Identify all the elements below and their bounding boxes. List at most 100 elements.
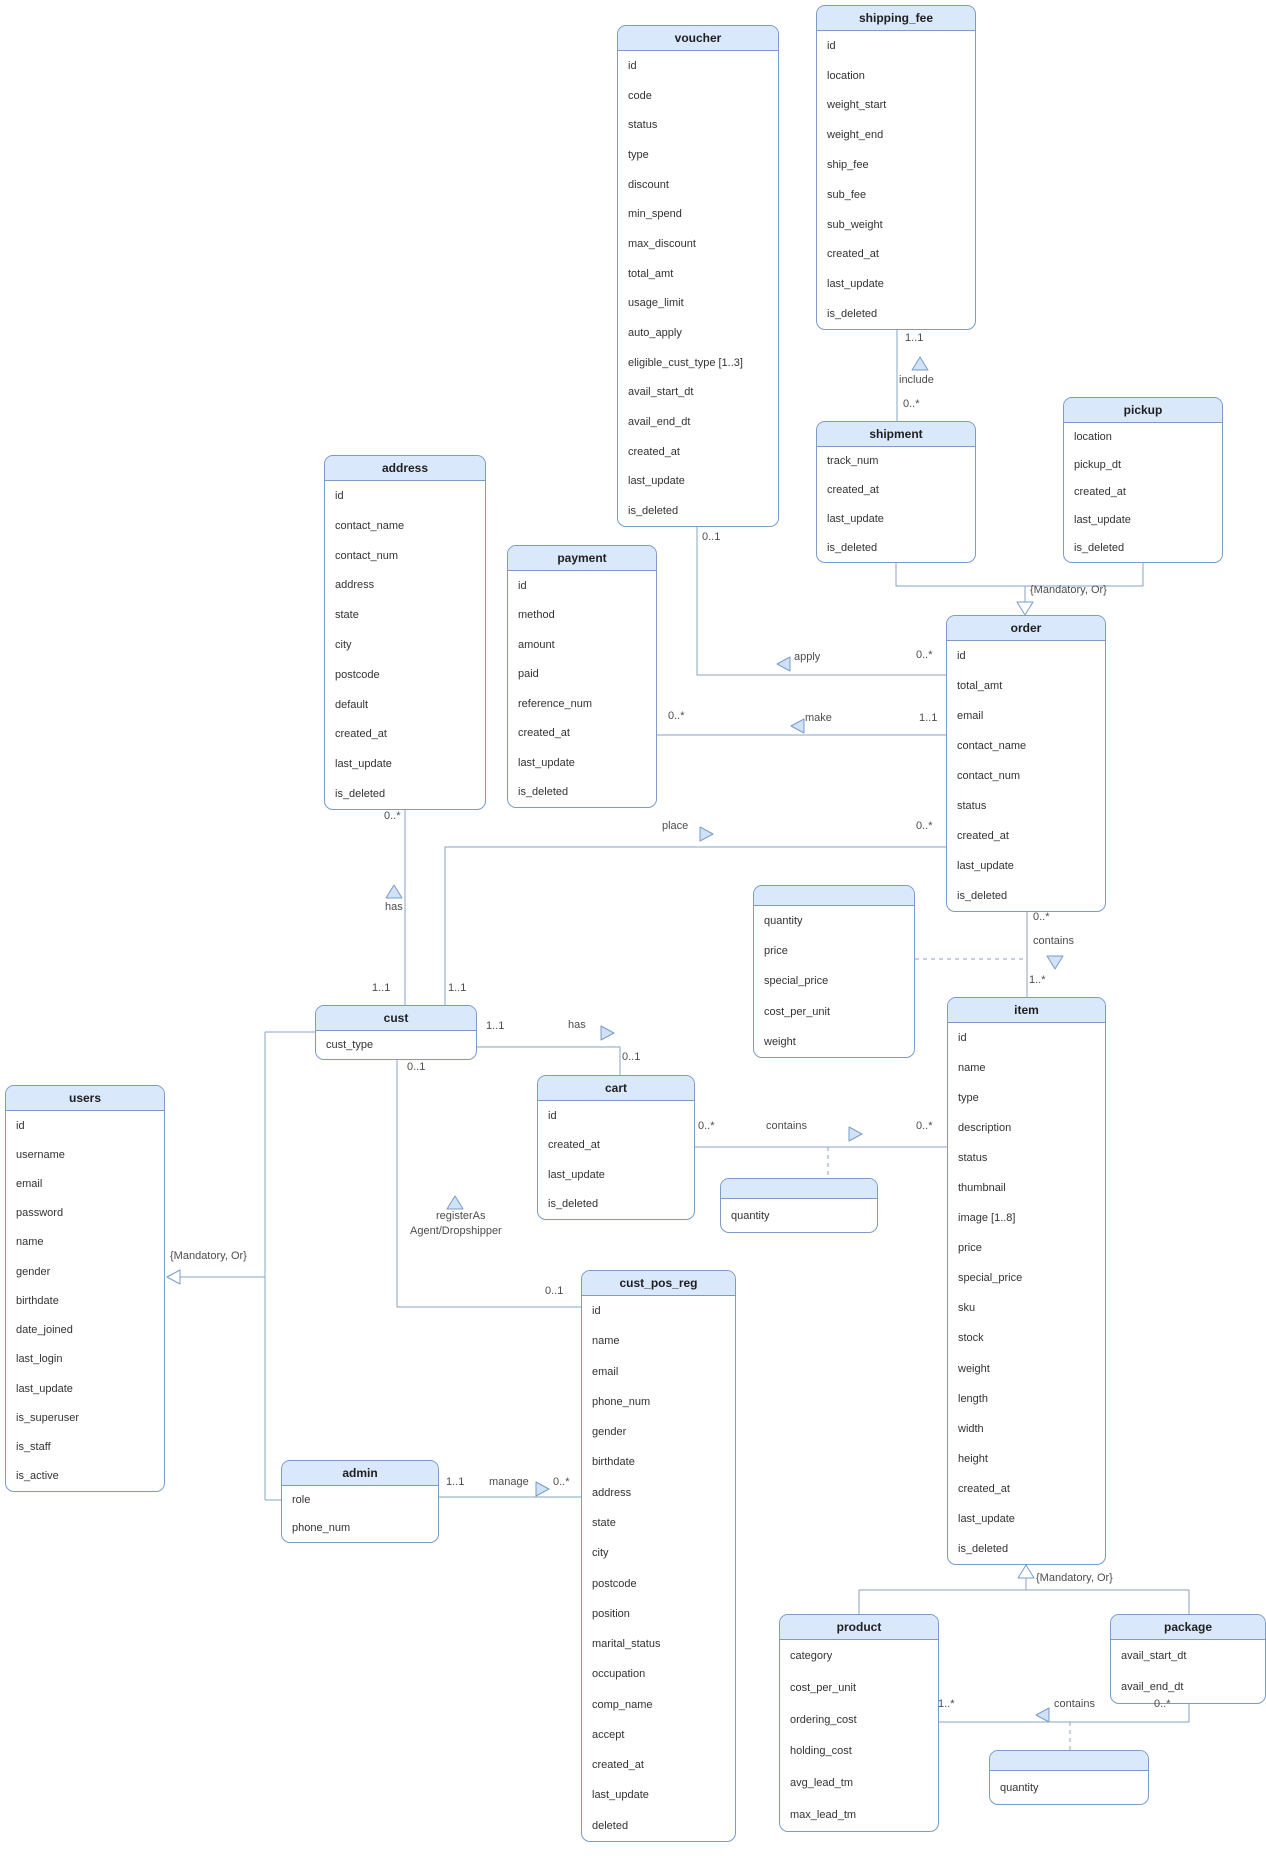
entity-field: created_at [827, 484, 879, 497]
entity-field: is_deleted [827, 308, 878, 321]
entity-field: is_active [16, 1470, 59, 1483]
entity-field: total_amt [957, 680, 1003, 692]
entity-field: is_deleted [957, 890, 1008, 902]
entity-field: last_update [335, 758, 392, 771]
entity-field: date_joined [16, 1324, 73, 1337]
entity-field: created_at [827, 248, 879, 261]
entity-field: phone_num [592, 1395, 651, 1408]
entity-field: created_at [518, 727, 570, 740]
entity-field: max_discount [628, 237, 696, 250]
edge-item-product-package [858, 1589, 1190, 1614]
edge-label: {Mandatory, Or} [1036, 1572, 1113, 1584]
entity-field: type [628, 148, 649, 161]
entity-field: role [292, 1494, 311, 1506]
entity-field: is_deleted [958, 1542, 1009, 1555]
entity-field: method [518, 609, 555, 622]
edge-label: 0..* [916, 1120, 933, 1132]
entity-field: reference_num [518, 697, 592, 710]
entity-field: id [16, 1119, 25, 1132]
edge-label: 0..1 [545, 1285, 564, 1297]
entity-field: email [957, 710, 984, 722]
edge-label: 0..* [553, 1476, 570, 1488]
entity-field: last_update [1074, 514, 1131, 527]
entity-field: city [592, 1547, 609, 1560]
entity-field: marital_status [592, 1638, 661, 1651]
entity-field: last_update [628, 475, 685, 488]
entity-field: image [1..8] [958, 1212, 1016, 1225]
entity-field: deleted [592, 1819, 629, 1832]
entity-field: state [592, 1516, 616, 1529]
entity-field: ship_fee [827, 159, 869, 172]
entity-field: location [1074, 430, 1112, 443]
entity-field: ordering_cost [790, 1713, 857, 1726]
edge-label: 1..1 [372, 982, 391, 994]
entity-field: contact_num [335, 549, 398, 562]
entity-cust: cust cust_type [315, 1005, 477, 1060]
entity-field: cost_per_unit [764, 1005, 831, 1018]
edge-label: place [662, 820, 689, 832]
entity-field: type [958, 1092, 979, 1105]
entity-field: avail_start_dt [1121, 1649, 1187, 1662]
entity-field: weight [958, 1362, 990, 1375]
entity-field: paid [518, 668, 539, 681]
entity-field: username [16, 1148, 65, 1161]
edge-label: contains [766, 1120, 807, 1132]
entity-field: quantity [731, 1209, 770, 1222]
entity-field: occupation [592, 1668, 646, 1681]
entity-field: category [790, 1649, 833, 1662]
edge-label: 1..1 [448, 982, 467, 994]
edge-label: 0..* [1033, 911, 1050, 923]
entity-field: avg_lead_tm [790, 1777, 853, 1790]
entity-field: thumbnail [958, 1182, 1006, 1195]
entity-field: sub_weight [827, 218, 883, 231]
entity-field: accept [592, 1728, 625, 1741]
edge-label: 1..1 [919, 712, 938, 724]
entity-field: status [957, 800, 987, 812]
entity-field: contact_name [335, 519, 405, 532]
entity-field: eligible_cust_type [1..3] [628, 356, 743, 369]
entity-title: address [325, 456, 485, 481]
entity-title: cust [316, 1006, 476, 1031]
entity-title: payment [508, 546, 656, 571]
edge-label: Agent/Dropshipper [410, 1225, 502, 1237]
entity-field: birthdate [592, 1456, 635, 1469]
entity-field: description [958, 1122, 1012, 1135]
entity-field: name [592, 1335, 620, 1348]
edge-label: has [385, 901, 403, 913]
item-generalization-arrow [1017, 1564, 1035, 1579]
entity-title: order [947, 616, 1105, 641]
entity-field: length [958, 1392, 988, 1405]
has-cart-direction-arrow [600, 1025, 615, 1041]
entity-field: cost_per_unit [790, 1681, 857, 1694]
entity-field: email [16, 1178, 43, 1191]
edge-label: 1..* [938, 1698, 955, 1710]
entity-field: sub_fee [827, 188, 867, 201]
edge-label: registerAs [436, 1210, 486, 1222]
entity-field: avail_end_dt [1121, 1681, 1184, 1694]
entity-field: avail_end_dt [628, 416, 691, 429]
entity-field: created_at [628, 445, 680, 458]
entity-field: track_num [827, 455, 879, 468]
entity-field: amount [518, 638, 555, 651]
entity-field: gender [592, 1426, 627, 1439]
entity-field: is_deleted [548, 1198, 599, 1211]
entity-field: state [335, 609, 359, 622]
entity-field: total_amt [628, 267, 674, 280]
registeras-direction-arrow [446, 1195, 464, 1210]
entity-field: birthdate [16, 1294, 59, 1307]
edge-label: apply [794, 651, 821, 663]
entity-field: holding_cost [790, 1745, 852, 1758]
entity-field: contact_name [957, 740, 1027, 752]
entity-field: last_login [16, 1353, 63, 1366]
include-direction-arrow [911, 356, 929, 371]
entity-field: cust_type [326, 1039, 374, 1051]
entity-field: created_at [592, 1759, 644, 1772]
entity-field: address [592, 1486, 632, 1499]
